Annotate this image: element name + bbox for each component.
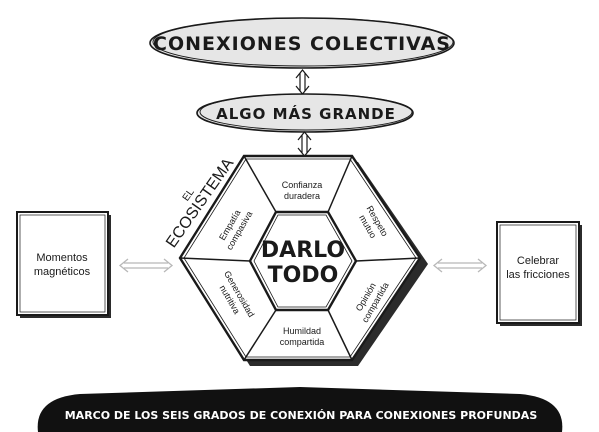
collective-connections-label: CONEXIONES COLECTIVAS (153, 33, 451, 55)
double-arrow-right (432, 258, 488, 273)
ecosystem-hexagon (178, 154, 428, 366)
give-it-all-line1: DARLO (261, 238, 345, 263)
framework-banner: MARCO DE LOS SEIS GRADOS DE CONEXIÓN PAR… (37, 387, 563, 432)
celebrate-friction-box: Celebrar las fricciones (496, 221, 582, 326)
something-bigger-node: ALGO MÁS GRANDE (196, 93, 414, 133)
segment-lasting-trust-line1: Confianza (282, 180, 323, 190)
double-arrow-vertical-bottom (297, 131, 312, 157)
double-arrow-vertical-top (295, 69, 310, 95)
celebrate-friction-line1: Celebrar (517, 255, 560, 267)
framework-banner-label: MARCO DE LOS SEIS GRADOS DE CONEXIÓN PAR… (65, 409, 538, 422)
magnetic-moments-line2: magnéticos (34, 266, 91, 278)
segment-lasting-trust-line2: duradera (284, 191, 320, 201)
double-arrow-left (118, 258, 174, 273)
magnetic-moments-line1: Momentos (36, 252, 88, 264)
segment-shared-humility-line1: Humildad (283, 326, 321, 336)
segment-shared-humility: Humildad compartida (280, 326, 325, 347)
something-bigger-label: ALGO MÁS GRANDE (216, 104, 396, 123)
celebrate-friction-line2: las fricciones (506, 269, 570, 281)
segment-shared-humility-line2: compartida (280, 337, 325, 347)
magnetic-moments-box: Momentos magnéticos (16, 211, 111, 318)
segment-lasting-trust: Confianza duradera (282, 180, 323, 201)
give-it-all-line2: TODO (268, 263, 339, 288)
collective-connections-node: CONEXIONES COLECTIVAS (149, 17, 455, 69)
